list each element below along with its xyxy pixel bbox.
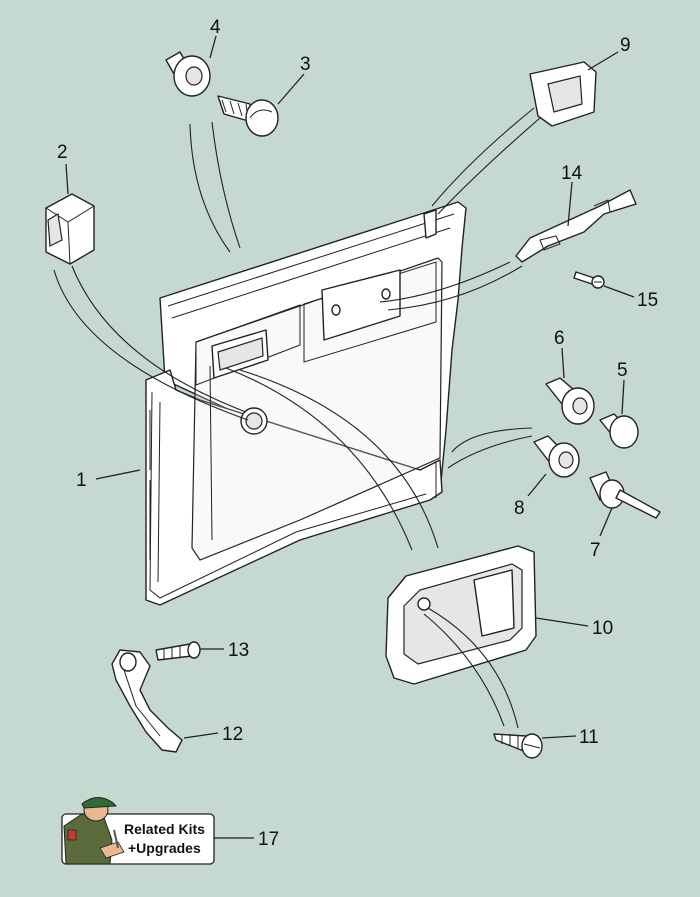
callout-4: 4 [209,17,221,59]
svg-text:2: 2 [57,142,68,163]
svg-text:1: 1 [76,470,87,491]
svg-text:17: 17 [258,829,279,850]
callout-12: 12 [183,724,243,745]
related-kits-badge[interactable]: Related Kits +Upgrades [61,797,215,865]
svg-text:14: 14 [561,163,583,184]
handle-bezel[interactable] [385,545,537,685]
svg-text:15: 15 [637,290,658,311]
small-screw[interactable] [573,271,605,289]
callout-2: 2 [57,142,69,195]
screw[interactable] [493,733,543,759]
callout-6: 6 [554,328,565,379]
door-pad-block[interactable] [45,193,95,265]
callout-17: 17 [214,829,279,850]
callout-7: 7 [590,507,613,561]
svg-text:11: 11 [579,727,599,748]
svg-text:3: 3 [300,54,311,75]
svg-text:Related Kits: Related Kits [124,821,205,837]
callout-11: 11 [541,727,599,748]
callout-9: 9 [587,35,631,71]
callout-13: 13 [200,640,249,661]
svg-text:13: 13 [228,640,249,661]
svg-text:10: 10 [592,618,613,639]
bracket[interactable] [111,649,183,753]
callout-15: 15 [603,285,658,311]
svg-text:+Upgrades: +Upgrades [128,840,201,856]
assembly-leaders [53,107,541,729]
svg-text:5: 5 [617,360,628,381]
bolt[interactable] [155,641,201,661]
bush-large[interactable] [545,377,595,425]
callout-5: 5 [617,360,628,415]
svg-text:12: 12 [222,724,243,745]
svg-text:8: 8 [514,498,525,519]
door-trim-panel[interactable] [145,201,467,606]
bush[interactable] [165,51,211,97]
svg-text:7: 7 [590,540,601,561]
plug[interactable] [599,413,639,449]
mechanic-icon [63,797,125,865]
pull-strap[interactable] [515,189,637,263]
callouts: 1 2 3 4 5 6 7 8 [57,17,658,850]
lock-finisher[interactable] [529,61,597,127]
svg-text:4: 4 [210,17,221,38]
callout-3: 3 [277,54,311,105]
trim-fastener[interactable] [217,95,279,137]
svg-text:6: 6 [554,328,565,349]
svg-text:9: 9 [620,35,631,56]
callout-10: 10 [535,617,613,639]
rivet-pin[interactable] [589,471,661,519]
bush-small[interactable] [533,435,580,478]
callout-14: 14 [561,163,583,227]
callout-1: 1 [76,469,141,491]
callout-8: 8 [514,473,547,519]
